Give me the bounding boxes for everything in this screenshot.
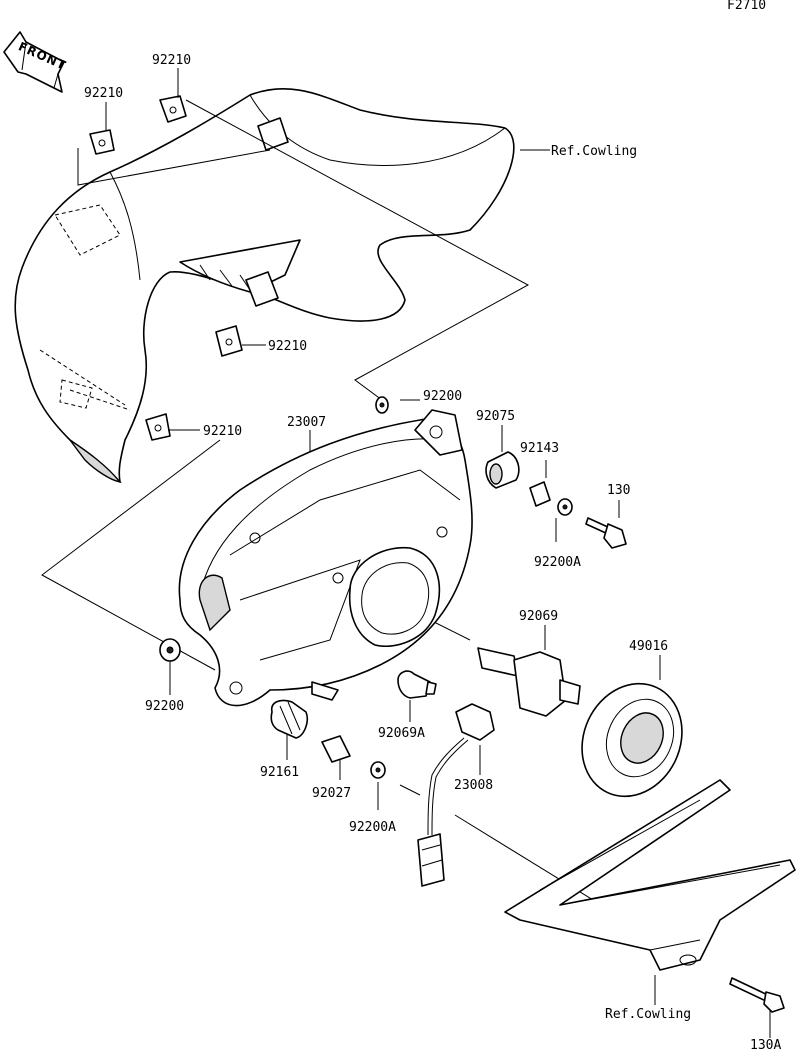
headlight-assembly [178,409,473,707]
grommet-92075 [485,451,520,489]
leader-lines [41,68,771,1038]
bulb-92069A [397,670,437,699]
label-23007: 23007 [287,415,326,430]
label-92210-left: 92210 [84,86,123,101]
bracket-lower [504,779,796,971]
label-ref-cowling-bottom: Ref.Cowling [605,1007,691,1022]
clip-92210-low [145,413,171,441]
label-49016: 49016 [629,639,668,654]
label-92161: 92161 [260,765,299,780]
harness-23008 [417,703,495,887]
bolt-130A [729,977,785,1013]
front-arrow: FRONT [3,31,68,93]
bulb-cover-49016 [581,682,683,798]
label-ref-cowling-top: Ref.Cowling [551,144,637,159]
label-92210-top: 92210 [152,53,191,68]
label-92210-low: 92210 [203,424,242,439]
washer-92200A-bottom [370,761,386,779]
collar-92143 [529,481,551,507]
washer-92200-left [159,638,181,662]
label-92210-mid: 92210 [268,339,307,354]
label-92069A: 92069A [378,726,425,741]
label-92200A-bottom: 92200A [349,820,396,835]
label-92200-left: 92200 [145,699,184,714]
clip-92210-top [159,95,187,123]
label-92143: 92143 [520,441,559,456]
washer-92200A-right [557,498,573,516]
label-92075: 92075 [476,409,515,424]
clip-92210-left [89,129,115,155]
label-130: 130 [607,483,630,498]
clip-92210-mid [215,325,243,357]
label-92200A-right: 92200A [534,555,581,570]
washer-92200-top [375,396,389,414]
label-92200-top: 92200 [423,389,462,404]
label-92069: 92069 [519,609,558,624]
label-92027: 92027 [312,786,351,801]
grommet-92161 [270,699,309,739]
label-130A: 130A [750,1038,781,1051]
bulb-92069 [477,647,581,717]
figure-code: F2710 [727,0,766,13]
label-23008: 23008 [454,778,493,793]
collar-92027 [321,735,351,763]
part-labels: 92210 92210 Ref.Cowling 92210 92210 9220… [84,53,781,1051]
bolt-130 [585,517,627,549]
